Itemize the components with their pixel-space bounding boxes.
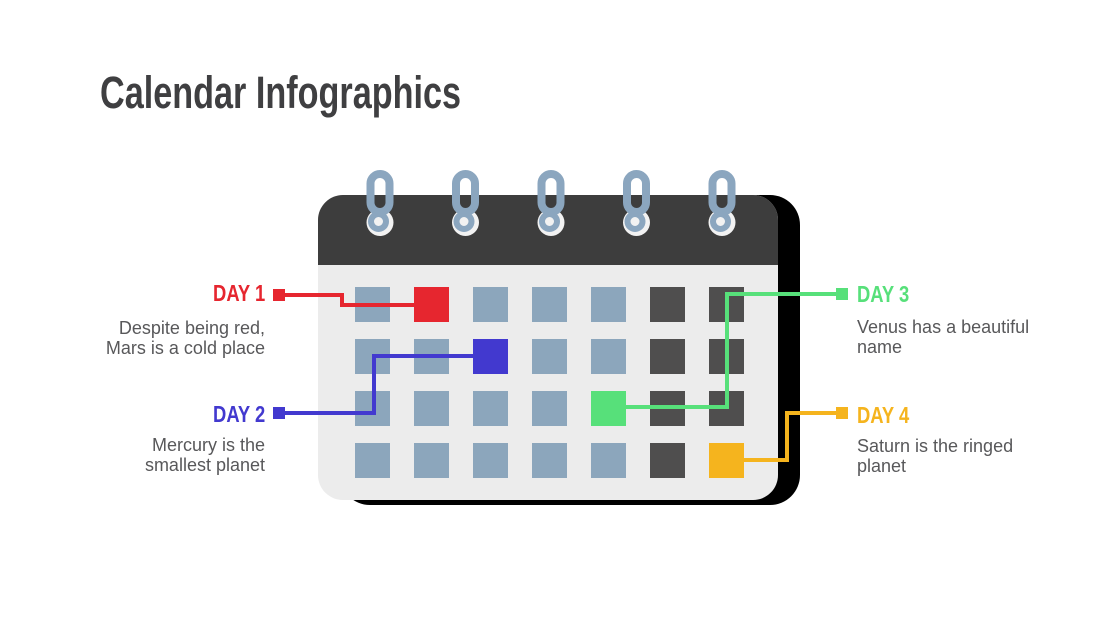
ring-curl (539, 211, 560, 232)
calendar-cell-default (591, 287, 626, 322)
day4-description: Saturn is the ringed planet (857, 436, 1014, 476)
calendar-cell-default (414, 443, 449, 478)
binder-ring-icon (366, 170, 394, 236)
day2-description: Mercury is the smallest planet (144, 435, 265, 475)
day3-description: Venus has a beautiful name (857, 317, 1030, 357)
ring-curl (368, 211, 389, 232)
day2-description-line2: smallest planet (144, 454, 265, 475)
calendar-cell-day1 (414, 287, 449, 322)
day4-marker (836, 407, 848, 419)
day3-description-line2: name (857, 336, 903, 357)
day3-description-line1: Venus has a beautiful (857, 317, 1030, 337)
calendar-cell-day3 (591, 391, 626, 426)
calendar-cell-default (591, 443, 626, 478)
calendar-cell-default (473, 287, 508, 322)
calendar-cell-default (414, 391, 449, 426)
day1-description-line1: Despite being red, (118, 318, 265, 338)
binder-ring-icon (623, 170, 650, 236)
binder-ring-icon (537, 170, 565, 236)
calendar-cell-dark (650, 443, 685, 478)
calendar-cell-dark (650, 287, 685, 322)
calendar-cell-default (532, 443, 567, 478)
day4-label: DAY 4 (857, 402, 910, 428)
calendar-cell-default (473, 391, 508, 426)
day3-label: DAY 3 (857, 281, 910, 307)
day1-description-line2: Mars is a cold place (105, 337, 265, 358)
calendar-cell-dark (650, 339, 685, 374)
calendar-cell-day4 (709, 443, 744, 478)
day1-connector-line (285, 293, 416, 307)
day4-connector-line (744, 411, 838, 462)
ring-curl (710, 211, 731, 232)
binder-ring-icon (452, 170, 479, 236)
day2-description-line1: Mercury is the (151, 435, 265, 455)
slide-title: Calendar Infographics (100, 67, 462, 118)
ring-curl (624, 211, 646, 232)
calendar-cell-default (591, 339, 626, 374)
ring-curl (453, 211, 475, 232)
day2-marker (273, 407, 285, 419)
day4-description-line2: planet (857, 455, 907, 476)
calendar-cell-day2 (473, 339, 508, 374)
day3-marker (836, 288, 848, 300)
binder-ring-icon (708, 170, 736, 236)
day4-description-line1: Saturn is the ringed (857, 436, 1014, 456)
day3-connector-line (626, 292, 838, 409)
day1-marker (273, 289, 285, 301)
day2-connector-line (285, 354, 475, 415)
calendar-cell-default (532, 339, 567, 374)
calendar-cell-default (473, 443, 508, 478)
day2-label: DAY 2 (212, 401, 265, 427)
calendar-cell-default (355, 443, 390, 478)
calendar-cell-default (532, 287, 567, 322)
day1-description: Despite being red, Mars is a cold place (105, 318, 265, 358)
day1-label: DAY 1 (212, 280, 265, 306)
calendar-cell-default (532, 391, 567, 426)
